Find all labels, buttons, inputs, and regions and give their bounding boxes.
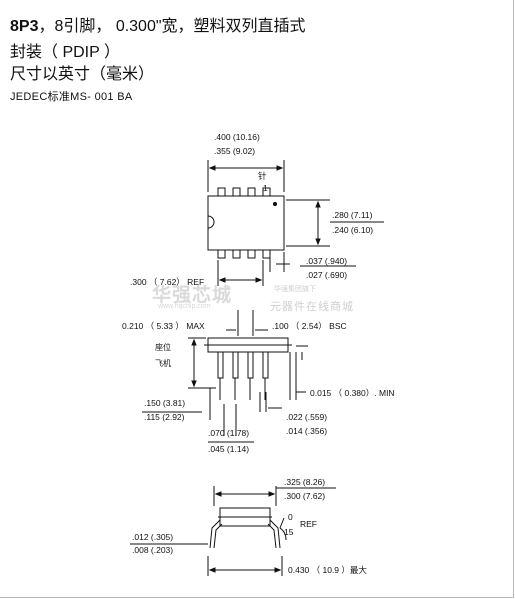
watermark-brand: 华强芯城: [152, 285, 233, 306]
title-description: ，8引脚， 0.300"宽，塑料双列直插式: [38, 18, 306, 35]
end-span-max: .325 (8.26): [284, 477, 326, 487]
jedec-standard: JEDEC标准MS- 001 BA: [10, 91, 133, 103]
height-max: 0.210 （ 5.33 ） MAX: [122, 321, 205, 331]
end-gap-max: .037 (.940): [306, 256, 348, 266]
angle-zero: 0: [288, 512, 293, 522]
lead-thickness-min: .008 (.203): [132, 545, 174, 555]
shoulder-max: .070 (1.78): [208, 428, 250, 438]
watermark-url: www.hqchip.com: [158, 303, 211, 310]
overall-width-max: 0.430 （ 10.9 ）最大: [288, 565, 367, 575]
body-width-max: .280 (7.11): [332, 210, 373, 220]
min-standoff: 0.015 （ 0.380）. MIN: [310, 388, 395, 398]
title-line: 8P3，8引脚， 0.300"宽，塑料双列直插式: [10, 12, 306, 36]
watermark-tag-big: 元器件在线商城: [270, 301, 354, 313]
lead-thickness-max: .012 (.305): [132, 532, 174, 542]
end-view: [130, 486, 336, 576]
package-code: 8P3: [10, 18, 39, 35]
row-spacing: .300 （ 7.62） REF: [130, 277, 205, 287]
lead-width-max: .022 (.559): [286, 412, 328, 422]
angle-ref: REF: [300, 519, 317, 529]
seating-label: 座位: [155, 343, 171, 352]
top-notch: [207, 215, 215, 229]
end-gap-min: .027 (.690): [306, 270, 348, 280]
plane-label: 飞机: [155, 359, 171, 368]
watermark-tag-small: 华强集团旗下: [274, 286, 316, 293]
side-view: [142, 310, 308, 443]
lead-length-max: .150 (3.81): [144, 398, 186, 408]
lead-length-min: .115 (2.92): [144, 412, 185, 422]
end-span-min: .300 (7.62): [284, 491, 326, 501]
angle-fifteen: 15: [284, 527, 294, 537]
shoulder-min: .045 (1.14): [208, 444, 250, 454]
unit-note: 尺寸以英寸（毫米）: [10, 66, 155, 83]
top-body-outline: [207, 195, 285, 251]
pin-label: 针: [258, 171, 267, 181]
top-view: [207, 160, 384, 286]
pin-one-label: 1: [263, 183, 268, 193]
pitch: .100 （ 2.54） BSC: [272, 321, 347, 331]
body-width-min: .240 (6.10): [332, 225, 374, 235]
lead-width-min: .014 (.356): [286, 426, 328, 436]
top-width-min: .355 (9.02): [214, 146, 256, 156]
top-width-max: .400 (10.16): [214, 132, 260, 142]
pin1-marker: [272, 201, 278, 207]
package-type: 封装（ PDIP ）: [10, 44, 120, 61]
